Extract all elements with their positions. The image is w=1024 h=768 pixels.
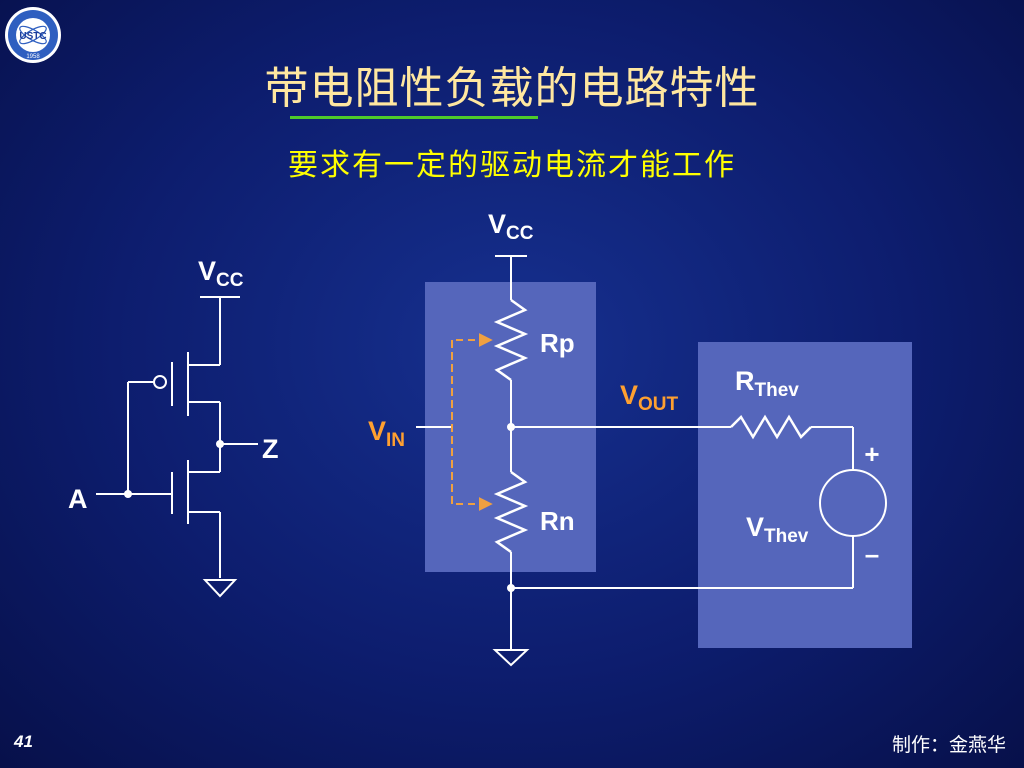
rthev-label: RThev: [735, 366, 799, 401]
logo-text: USTC: [19, 31, 46, 42]
logo-year: 1958: [26, 54, 40, 60]
vthev-label: VThev: [746, 512, 809, 547]
page-number: 41: [14, 732, 33, 751]
model-vcc-label: VCC: [488, 209, 534, 244]
vout-label: VOUT: [620, 380, 679, 415]
rp-resistor: [493, 298, 529, 382]
thevenin-load-box: [698, 342, 912, 648]
input-a-label: A: [68, 484, 88, 514]
source-plus-sign: +: [864, 439, 879, 469]
source-minus-sign: –: [865, 539, 879, 569]
output-z-label: Z: [262, 434, 279, 464]
inverter-ground-symbol: [202, 579, 238, 598]
pmos-bubble: [153, 375, 167, 389]
output-node-dot: [216, 440, 224, 448]
input-node-dot: [124, 490, 132, 498]
vin-label: VIN: [368, 416, 405, 451]
ground-node-dot: [507, 584, 515, 592]
author-credit: 制作：金燕华: [891, 734, 1006, 756]
nmos-transistor: [171, 460, 220, 524]
university-logo: USTC 1958: [5, 7, 61, 63]
rn-label: Rn: [540, 506, 575, 536]
cmos-inverter: [96, 296, 258, 598]
pmos-transistor: [153, 352, 220, 416]
inverter-vcc-label: VCC: [198, 256, 244, 291]
slide-title: 带电阻性负载的电路特性: [264, 63, 760, 114]
model-ground-symbol: [492, 649, 530, 667]
vout-node-dot: [507, 423, 515, 431]
title-underline: [290, 116, 538, 119]
rn-resistor: [493, 470, 529, 554]
model-wiring: [416, 255, 887, 667]
rthev-resistor: [730, 414, 812, 440]
input-control-arrows: [451, 333, 493, 511]
slide-subtitle: 要求有一定的驱动电流才能工作: [288, 148, 736, 183]
rp-label: Rp: [540, 328, 575, 358]
